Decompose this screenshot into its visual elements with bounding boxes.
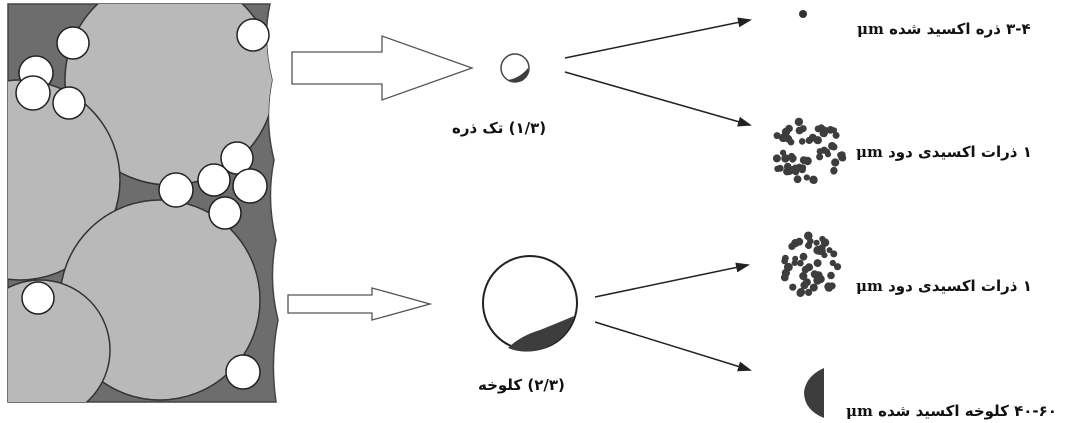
small-particles xyxy=(15,18,270,390)
arrow-to-oxidized-particle xyxy=(564,17,752,59)
label-smoke-particles-upper: μm ۱ ذرات اکسیدی دود xyxy=(856,143,1032,161)
smoke-particle xyxy=(831,158,840,167)
smoke-particle xyxy=(826,125,835,134)
small-particle xyxy=(21,281,55,315)
hollow-arrow-upper xyxy=(291,35,474,101)
small-particle xyxy=(15,75,51,111)
hollow-arrow-lower xyxy=(287,287,433,321)
label-smoke-particles-lower: μm ۱ ذرات اکسیدی دود xyxy=(856,277,1032,295)
smoke-particle xyxy=(799,125,807,133)
smoke-particle xyxy=(796,289,805,297)
smoke-particle xyxy=(799,272,808,281)
smoke-particle xyxy=(799,156,808,165)
small-particle xyxy=(232,168,268,204)
smoke-particle xyxy=(811,177,818,184)
smoke-particle xyxy=(798,138,806,145)
small-particle xyxy=(225,354,261,390)
smoke-particle xyxy=(816,153,824,161)
smoke-particle xyxy=(832,131,840,139)
smoke-particle xyxy=(813,239,820,246)
label-smoke-particles-upper-text: ۱ ذرات اکسیدی دود xyxy=(888,143,1032,161)
small-particle xyxy=(52,86,86,120)
smoke-particle xyxy=(830,166,838,175)
label-smoke-particles-lower-unit: μm xyxy=(856,277,883,295)
label-smoke-particles-upper-unit: μm xyxy=(856,143,883,161)
smoke-particle xyxy=(804,231,813,241)
smoke-particle xyxy=(773,132,781,140)
smoke-particle xyxy=(788,242,796,250)
smoke-particle xyxy=(833,263,842,271)
label-agglomerate: (۲/۳) کلوخه xyxy=(478,376,565,394)
smoke-particle xyxy=(824,151,832,158)
smoke-particle-cluster-lower xyxy=(780,231,842,297)
smoke-particle xyxy=(830,250,838,258)
label-oxidized-particle-text: ۳-۴ ذره اکسید شده xyxy=(889,20,1031,38)
label-oxidized-particle-unit: μm xyxy=(857,20,884,38)
smoke-particle xyxy=(799,164,807,171)
smoke-particle xyxy=(819,235,826,243)
smoke-particle xyxy=(819,128,828,138)
smoke-particle xyxy=(809,283,818,292)
smoke-particle xyxy=(789,156,796,163)
smoke-particle xyxy=(838,151,846,159)
small-particle xyxy=(158,172,194,208)
label-oxidized-agglomerate-unit: μm xyxy=(846,402,873,420)
small-particle xyxy=(197,163,231,197)
smoke-particle xyxy=(799,252,808,261)
smoke-particle xyxy=(780,149,787,156)
smoke-particle xyxy=(783,263,792,271)
smoke-particle xyxy=(789,283,797,291)
smoke-particle xyxy=(780,273,789,282)
label-agglomerate-text: (۲/۳) کلوخه xyxy=(478,376,565,394)
oxidized-particle-dot xyxy=(799,10,807,18)
smoke-particle xyxy=(813,245,822,255)
smoke-particle xyxy=(781,154,790,163)
smoke-particle xyxy=(802,278,811,287)
smoke-particle xyxy=(803,174,810,181)
smoke-particle xyxy=(772,154,781,163)
oxidized-agglomerate-shape xyxy=(804,368,824,418)
smoke-particle xyxy=(826,247,833,254)
smoke-particle xyxy=(792,255,799,262)
smoke-particle xyxy=(810,270,819,279)
label-oxidized-particle: μm ۳-۴ ذره اکسید شده xyxy=(857,20,1031,38)
small-particle xyxy=(208,196,242,230)
smoke-particle xyxy=(830,143,838,151)
smoke-particle xyxy=(794,117,804,127)
large-particle xyxy=(8,279,111,402)
smoke-particle xyxy=(827,271,835,280)
smoke-particle xyxy=(818,124,825,131)
label-oxidized-agglomerate: μm ۴۰-۶۰ کلوخه اکسید شده xyxy=(846,402,1057,420)
label-single-particle: (۱/۳) تک ذره xyxy=(452,119,546,137)
smoke-particle xyxy=(829,259,836,267)
particle-bed-panel xyxy=(7,3,279,403)
smoke-particle xyxy=(795,237,804,246)
smoke-particle xyxy=(816,148,824,155)
smoke-particle-cluster-upper xyxy=(772,117,847,184)
arrow-to-smoke-particles-upper xyxy=(564,71,752,127)
smoke-particle xyxy=(785,124,793,133)
label-smoke-particles-lower-text: ۱ ذرات اکسیدی دود xyxy=(888,277,1032,295)
smoke-particle xyxy=(824,283,834,292)
smoke-particle xyxy=(805,288,813,296)
smoke-particle xyxy=(791,164,800,173)
arrow-to-oxidized-agglomerate xyxy=(594,321,752,372)
small-particle xyxy=(236,18,270,52)
single-particle xyxy=(500,53,530,83)
arrow-to-smoke-particles-lower xyxy=(594,262,750,298)
label-single-particle-text: (۱/۳) تک ذره xyxy=(452,119,547,137)
smoke-particle xyxy=(805,136,813,145)
smoke-particle xyxy=(813,259,822,268)
smoke-particle xyxy=(784,134,793,143)
smoke-particle xyxy=(797,259,804,267)
smoke-particle xyxy=(782,254,789,262)
smoke-particle xyxy=(805,263,814,272)
label-oxidized-agglomerate-text: ۴۰-۶۰ کلوخه اکسید شده xyxy=(878,402,1057,420)
agglomerate-particle xyxy=(482,255,578,352)
smoke-particle xyxy=(816,275,825,284)
smoke-particle xyxy=(793,175,802,184)
small-particle xyxy=(56,26,90,60)
smoke-particle xyxy=(776,164,784,172)
